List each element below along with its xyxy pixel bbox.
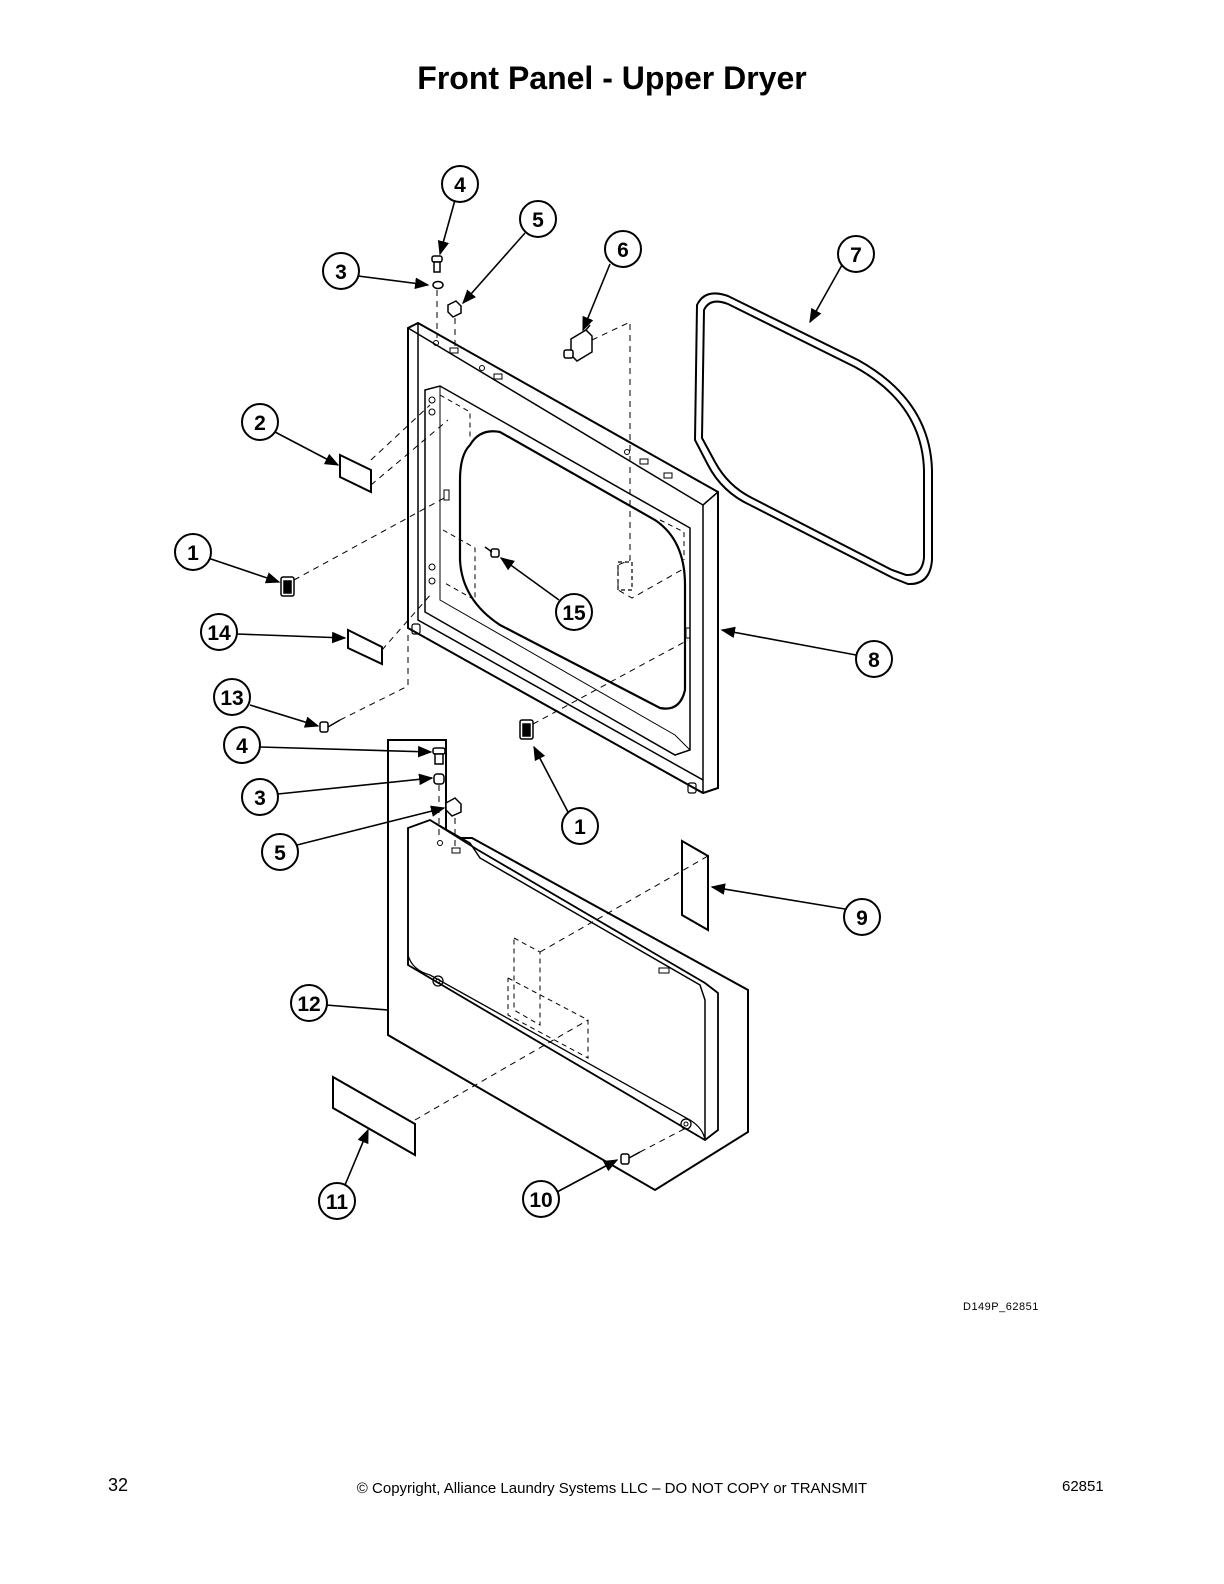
spacer-3-lower (433, 773, 445, 785)
callout-11: 11 (318, 1182, 356, 1220)
svg-text:10: 10 (529, 1189, 552, 1212)
hinge-block-lower (519, 719, 534, 740)
page-title: Front Panel - Upper Dryer (417, 60, 807, 96)
svg-text:3: 3 (254, 787, 266, 810)
clip-5-upper (447, 300, 462, 318)
callout-10: 10 (522, 1180, 560, 1218)
callout-8: 8 (855, 640, 893, 678)
label-plate-14 (347, 628, 383, 666)
figure-reference: D149P_62851 (963, 1301, 1039, 1313)
door-switch (563, 324, 593, 362)
toe-panel (387, 739, 749, 1192)
svg-text:13: 13 (220, 687, 243, 710)
callout-3-bottom: 3 (241, 778, 279, 816)
callout-1-bottom: 1 (561, 807, 599, 845)
svg-text:4: 4 (454, 174, 466, 197)
svg-text:9: 9 (856, 907, 868, 930)
svg-text:4: 4 (236, 735, 248, 758)
callout-5-bottom: 5 (261, 833, 299, 871)
callout-15: 15 (555, 593, 593, 631)
label-plate-9 (681, 839, 709, 932)
callout-2: 2 (241, 403, 279, 441)
svg-text:15: 15 (562, 602, 586, 625)
svg-text:2: 2 (254, 412, 266, 435)
svg-text:1: 1 (187, 542, 199, 565)
door-gasket (693, 292, 933, 586)
page-number: 32 (108, 1475, 129, 1495)
callout-1-top: 1 (174, 533, 212, 571)
callout-14: 14 (200, 613, 238, 651)
svg-text:11: 11 (326, 1191, 349, 1214)
hinge-block-upper (280, 576, 295, 597)
svg-text:6: 6 (617, 239, 629, 262)
document-number: 62851 (1062, 1478, 1104, 1495)
svg-text:8: 8 (868, 649, 880, 672)
svg-text:14: 14 (207, 622, 231, 645)
callouts: 4 5 3 6 7 2 1 15 14 8 13 4 3 1 5 9 12 11… (174, 165, 893, 1220)
front-panel-frame (407, 321, 719, 795)
callout-4-top: 4 (441, 165, 479, 203)
screw-4-upper (431, 255, 443, 273)
svg-text:1: 1 (574, 816, 586, 839)
callout-13: 13 (213, 678, 251, 716)
screw-13 (319, 719, 341, 733)
copyright-notice: © Copyright, Alliance Laundry Systems LL… (356, 1480, 868, 1497)
callout-7: 7 (837, 235, 875, 273)
spacer-3-upper (432, 280, 444, 290)
callout-6: 6 (604, 230, 642, 268)
label-plate-11 (332, 1075, 416, 1157)
screw-4-lower (432, 747, 446, 765)
svg-text:7: 7 (850, 244, 862, 267)
callout-5-top: 5 (519, 200, 557, 238)
callout-4-bottom: 4 (223, 726, 261, 764)
svg-text:12: 12 (297, 993, 320, 1016)
clip-5-lower (445, 797, 462, 817)
label-plate-2 (339, 453, 372, 494)
svg-text:5: 5 (274, 842, 286, 865)
svg-text:3: 3 (335, 261, 347, 284)
callout-12: 12 (290, 984, 328, 1022)
screw-10 (620, 1151, 641, 1165)
svg-text:5: 5 (532, 209, 544, 232)
callout-3-top: 3 (322, 252, 360, 290)
screw-15 (484, 546, 500, 558)
callout-9: 9 (843, 898, 881, 936)
